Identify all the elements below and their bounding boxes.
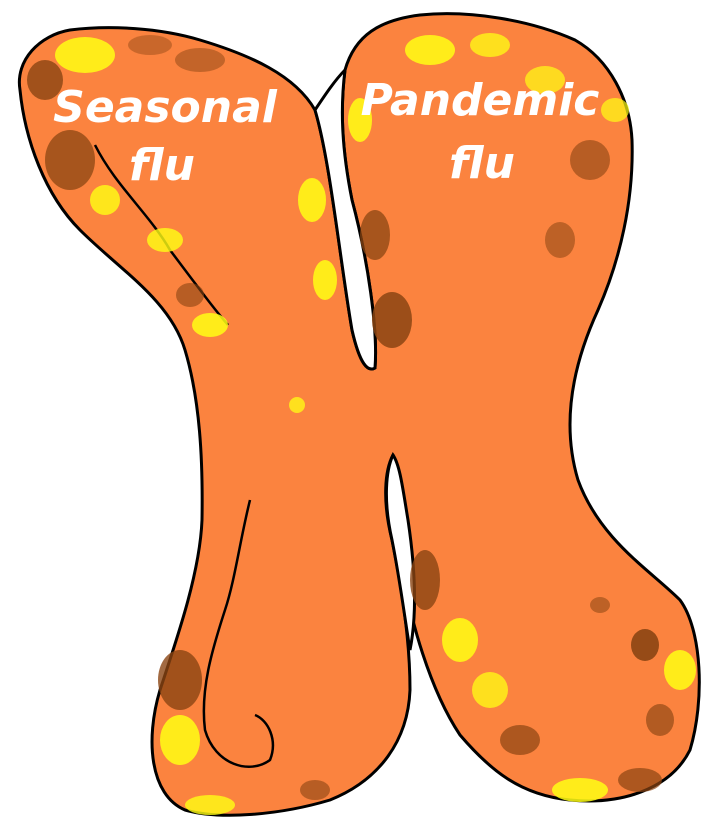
pandemic-flu-label-line2: flu — [449, 138, 515, 189]
seasonal-flu-label-line2: flu — [129, 140, 195, 191]
pandemic-flu-label-line1: Pandemic — [361, 75, 600, 126]
seasonal-flu-label-line1: Seasonal — [53, 82, 278, 133]
